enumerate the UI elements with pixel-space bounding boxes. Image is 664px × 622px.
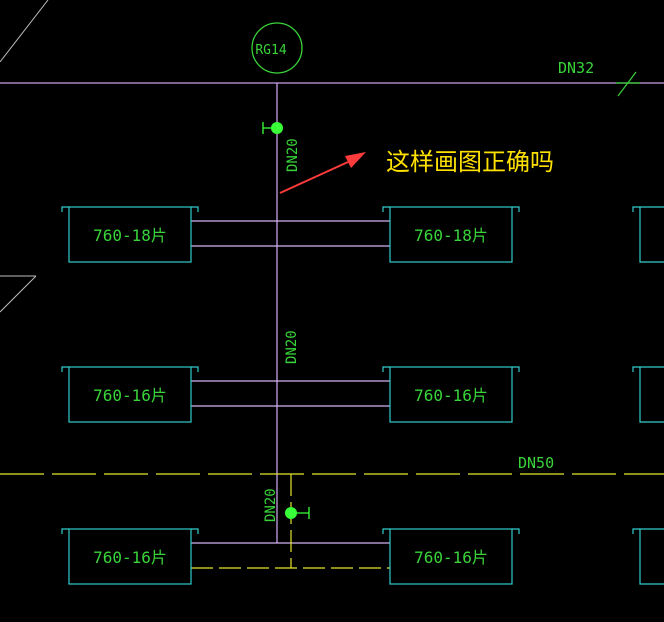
- radiator-row1-left: 760-18片: [61, 206, 199, 263]
- break-mark-icon: [616, 71, 640, 97]
- radiator-label: 760-18片: [93, 226, 167, 245]
- valve-icon: [262, 122, 283, 134]
- riser-label-middle: DN20: [284, 330, 300, 364]
- radiator-label: 760-16片: [93, 548, 167, 567]
- branch-pipes-row-1: [191, 220, 390, 247]
- radiator-row3-right: 760-16片: [382, 528, 520, 585]
- riser-label-top: DN20: [285, 138, 301, 172]
- return-pipe-label: DN50: [518, 454, 554, 472]
- question-note: 这样画图正确吗: [386, 148, 554, 176]
- radiator-label: 760-16片: [93, 386, 167, 405]
- valve-icon: [285, 507, 310, 519]
- diagonal-lines: [0, 0, 49, 313]
- radiator-label: 760-16片: [414, 548, 488, 567]
- radiator-row2-right: 760-16片: [382, 366, 520, 423]
- radiator-partial-right: [632, 206, 664, 585]
- riser-tag-label: RG14: [255, 43, 286, 58]
- riser-tag-bubble: RG14: [251, 22, 303, 74]
- radiator-row1-right: 760-18片: [382, 206, 520, 263]
- radiator-label: 760-18片: [414, 226, 488, 245]
- radiator-row2-left: 760-16片: [61, 366, 199, 423]
- branch-pipes-row-2: [191, 380, 390, 407]
- red-arrow-icon: [279, 152, 366, 194]
- riser-label-bottom: DN20: [263, 488, 279, 522]
- radiator-row3-left: 760-16片: [61, 528, 199, 585]
- main-pipe-label: DN32: [558, 59, 594, 77]
- radiator-label: 760-16片: [414, 386, 488, 405]
